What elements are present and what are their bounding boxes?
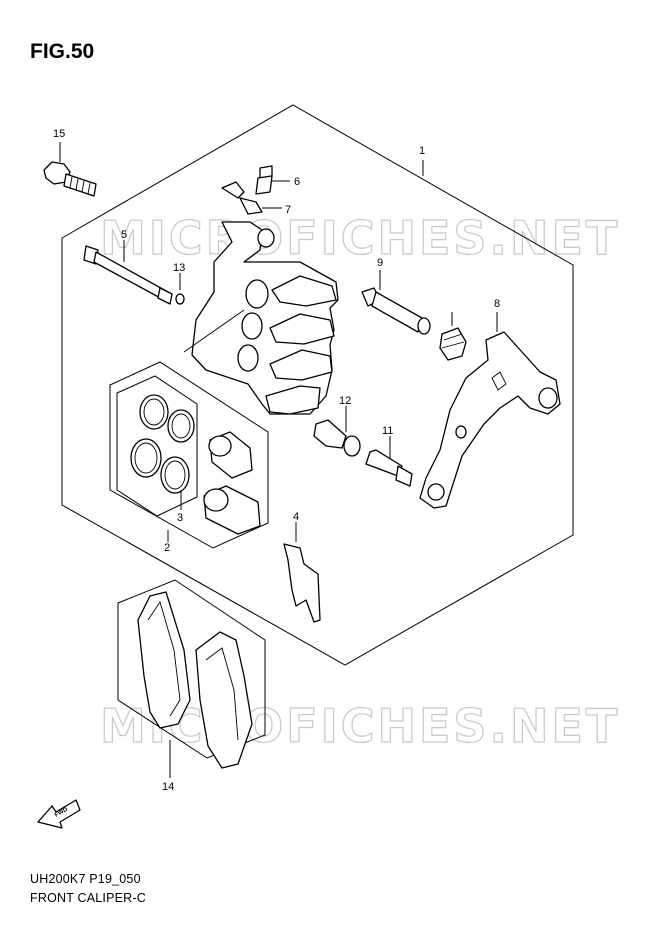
callout-7: 7 (285, 204, 291, 216)
pistons-2 (203, 431, 261, 535)
fwd-arrow-icon: FWD (37, 799, 81, 829)
callout-4: 4 (293, 511, 299, 523)
brake-pads-14 (137, 591, 253, 778)
leader-lines (167, 160, 424, 542)
piston-seals-3 (130, 394, 195, 494)
callout-6: 6 (294, 176, 300, 188)
pin-5 (83, 240, 173, 305)
callout-14: 14 (162, 781, 174, 793)
watermark-top: MICROFICHES.NET (100, 211, 620, 265)
callout-2: 2 (164, 542, 170, 554)
bleeder-cap-7 (221, 181, 282, 215)
section-name: FRONT CALIPER-C (30, 891, 146, 905)
callout-13: 13 (173, 262, 185, 274)
callout-9: 9 (377, 257, 383, 269)
seal-kit-box (109, 361, 269, 549)
bleeder-valve-6 (255, 165, 290, 195)
sleeve-9 (361, 270, 431, 335)
boot-10 (439, 312, 467, 361)
pad-set-box (117, 579, 266, 759)
bolt-15 (43, 142, 97, 197)
bracket-8 (419, 312, 561, 509)
callout-11: 11 (382, 425, 393, 437)
model-code: UH200K7 P19_050 (30, 872, 141, 886)
pin-11 (365, 436, 413, 487)
callout-15: 15 (53, 128, 65, 140)
pin-12 (313, 406, 361, 457)
callout-1: 1 (419, 145, 425, 157)
pad-spring-4 (283, 522, 321, 623)
callout-8: 8 (494, 298, 500, 310)
piston-seal-box (116, 375, 198, 517)
clip-13 (175, 273, 185, 305)
caliper-body (183, 221, 339, 415)
caliper-assembly-outline (61, 104, 574, 666)
figure-title: FIG.50 (30, 40, 95, 63)
callout-12: 12 (339, 395, 351, 407)
callout-3: 3 (177, 512, 183, 524)
callout-5: 5 (121, 229, 127, 241)
